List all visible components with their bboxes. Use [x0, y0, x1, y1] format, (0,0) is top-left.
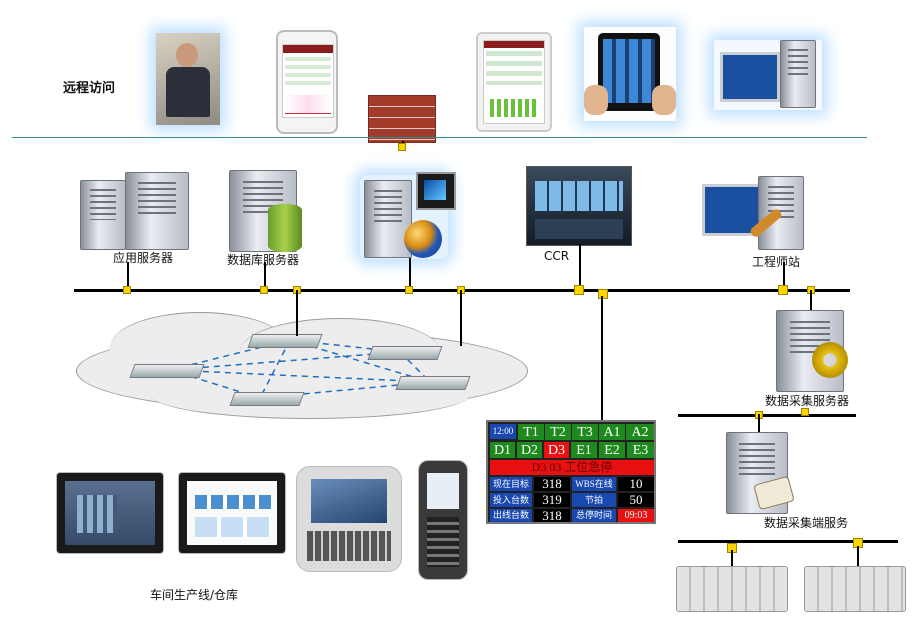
db-server-label: 数据库服务器 — [227, 253, 300, 267]
firewall-node — [398, 143, 406, 151]
smartphone-device — [276, 30, 338, 134]
board-alarm: D3 03 工位急停 — [490, 460, 654, 475]
industrial-tablet — [178, 472, 286, 554]
desktop-pc-icon — [714, 40, 822, 110]
collection-bus — [678, 414, 856, 417]
switch-5-icon — [395, 376, 471, 390]
andon-status-board: 12:00 T1 T2 T3 A1 A2 D1 D2 D3 E1 E2 E3 D… — [486, 420, 656, 524]
vehicle-terminal — [296, 466, 402, 572]
workshop-label: 车间生产线/仓库 — [150, 588, 239, 602]
globe-icon — [404, 220, 442, 258]
ipad-hands-photo — [584, 27, 676, 121]
board-clock: 12:00 — [490, 424, 516, 439]
ccr-room-photo — [526, 166, 632, 246]
plc-rack-2 — [804, 566, 906, 612]
tablet-dashboard — [476, 32, 552, 132]
app-server-label: 应用服务器 — [113, 251, 174, 265]
switch-2-icon — [247, 334, 323, 348]
remote-separator-line — [12, 137, 867, 138]
gear-icon — [812, 342, 848, 378]
ccr-label: CCR — [544, 249, 570, 263]
switch-1-icon — [129, 364, 205, 378]
network-monitor-icon — [416, 172, 456, 210]
engineer-station-label: 工程师站 — [752, 255, 801, 269]
app-server-icon — [80, 180, 126, 250]
switch-3-icon — [367, 346, 443, 360]
data-collection-server-label: 数据采集服务器 — [765, 394, 850, 408]
businessman-photo — [156, 33, 220, 125]
switch-4-icon — [229, 392, 305, 406]
plc-rack-1 — [676, 566, 788, 612]
remote-access-label: 远程访问 — [63, 81, 116, 96]
database-cylinder-icon — [268, 204, 302, 252]
app-server-icon-2 — [125, 172, 189, 250]
data-collection-client-label: 数据采集端服务 — [764, 516, 849, 530]
handheld-scanner — [418, 460, 468, 580]
firewall-icon — [368, 95, 436, 143]
hmi-panel — [56, 472, 164, 554]
plc-bus — [678, 540, 898, 543]
